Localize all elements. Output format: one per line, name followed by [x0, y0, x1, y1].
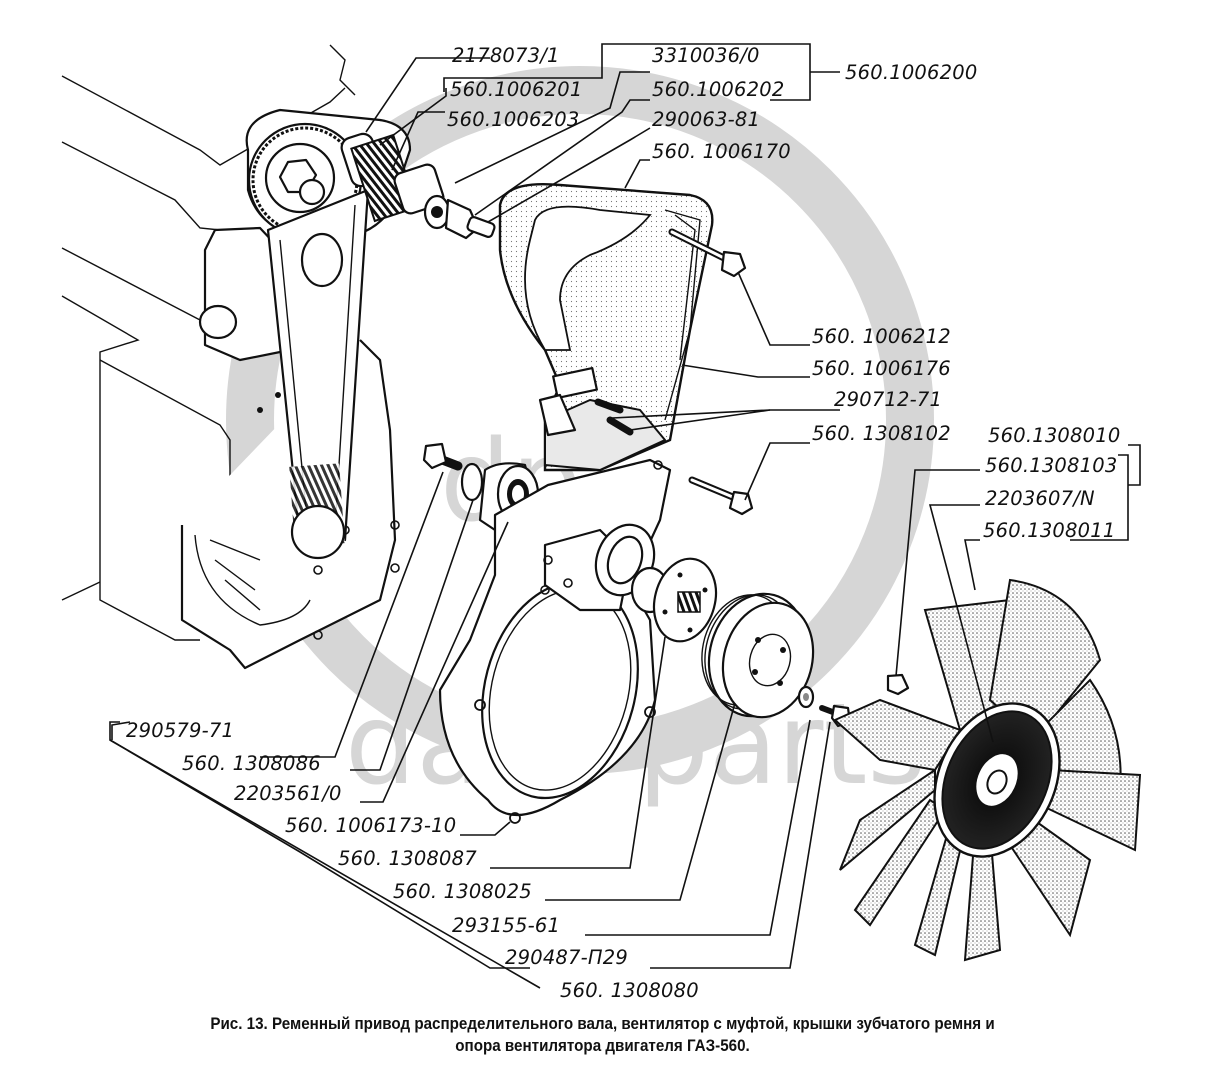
- callout-560-1006201: 560.1006201: [450, 78, 582, 101]
- callout-560-1006173-10: 560. 1006173-10: [285, 814, 456, 837]
- callout-labels: 2178073/1 3310036/0 560.1006200 560.1006…: [126, 44, 1120, 1002]
- fan-with-clutch: [833, 578, 1142, 962]
- callout-290712-71: 290712-71: [834, 388, 942, 411]
- caption-line-2: опора вентилятора двигателя ГАЗ-560.: [455, 1037, 750, 1055]
- callout-560-1308025: 560. 1308025: [393, 880, 532, 903]
- callout-290579-71: 290579-71: [126, 719, 234, 742]
- callout-560-1308103: 560.1308103: [985, 454, 1117, 477]
- callout-560-1006212: 560. 1006212: [812, 325, 951, 348]
- callout-290063-81: 290063-81: [652, 108, 760, 131]
- callout-290487-P29: 290487-П29: [505, 946, 628, 969]
- callout-560-1006202: 560.1006202: [652, 78, 784, 101]
- callout-2203607-N: 2203607/N: [985, 487, 1095, 510]
- callout-560-1308011: 560.1308011: [983, 519, 1115, 542]
- sprocket-shaft-group: [340, 132, 496, 240]
- callout-560-1308080: 560. 1308080: [560, 979, 699, 1002]
- caption-line-1: Рис. 13. Ременный привод распределительн…: [210, 1015, 995, 1033]
- callout-2178073-1: 2178073/1: [452, 44, 560, 67]
- callout-560-1308010: 560.1308010: [988, 424, 1120, 447]
- callout-2203561-0: 2203561/0: [234, 782, 342, 805]
- callout-560-1006170: 560. 1006170: [652, 140, 791, 163]
- callout-293155-61: 293155-61: [452, 914, 560, 937]
- exploded-view-drawing: dp data-parts: [61, 43, 1142, 1002]
- callout-560-1006200: 560.1006200: [845, 61, 977, 84]
- callout-560-1308102: 560. 1308102: [812, 422, 951, 445]
- figure-caption: Рис. 13. Ременный привод распределительн…: [48, 1013, 1157, 1057]
- callout-560-1006176: 560. 1006176: [812, 357, 951, 380]
- callout-560-1308086: 560. 1308086: [182, 752, 321, 775]
- fan-pulley: [701, 592, 815, 719]
- leader-lines: [109, 43, 1141, 989]
- callout-560-1006203: 560.1006203: [447, 108, 579, 131]
- callout-560-1308087: 560. 1308087: [338, 847, 477, 870]
- fan-hub: [630, 557, 718, 643]
- callout-3310036-0: 3310036/0: [652, 44, 760, 67]
